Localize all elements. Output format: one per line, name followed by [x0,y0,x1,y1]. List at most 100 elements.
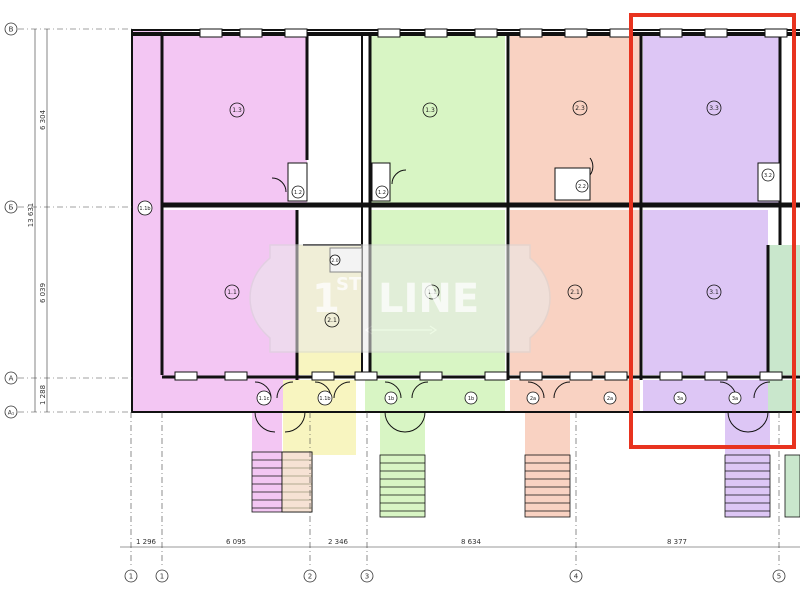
door-arc [753,381,771,399]
dimension-label: 6 039 [39,283,47,303]
staircases [251,451,800,518]
room-tag: 3.2 [761,168,775,182]
svg-text:1.2: 1.2 [378,190,386,196]
door-arc [391,169,407,185]
room-tag: 1.2 [291,185,305,199]
staircase-green [379,454,426,518]
door-arc [404,411,426,433]
window [569,371,593,381]
outer-wall [131,29,800,413]
door-arc [254,411,276,433]
vertical-dimensions: 13 631 6 304 6 039 1 288 [27,109,47,405]
svg-text:2.1: 2.1 [570,289,580,296]
watermark-badge [249,244,551,353]
room-tag: 1.2 [375,185,389,199]
window [419,371,443,381]
dimension-label: 6 304 [39,109,47,130]
svg-text:2a: 2a [530,396,536,402]
dimension-lines [34,29,800,548]
room-tag: 1.1b [317,390,333,406]
room-green-top [370,36,505,204]
svg-text:1b: 1b [468,396,474,402]
room-tag: 2.3 [572,100,588,116]
dimension-label: 1 296 [136,538,157,546]
door-arc [384,411,406,433]
svg-text:2.1: 2.1 [327,317,337,324]
row-axis-label: А₁ [8,410,15,417]
door-arc [271,177,287,193]
window [424,28,448,38]
room-tag: 2.0 [329,254,341,266]
door-arc [589,157,594,176]
room-tag: 3a [673,391,687,405]
room-tag: 1b [464,391,478,405]
window [239,28,263,38]
window [659,371,683,381]
col-axis-label: 1 [160,573,164,581]
walls [131,29,800,413]
window [704,371,728,381]
svg-text:2.2: 2.2 [578,184,586,190]
room-tag: 1.3 [422,102,438,118]
svg-text:1.3: 1.3 [425,107,435,114]
svg-text:3a: 3a [732,396,738,402]
window [474,28,498,38]
door-arc [333,381,351,399]
svg-text:2.0: 2.0 [331,258,338,264]
room-tag: 2a [603,391,617,405]
room-tag: 3.3 [706,100,722,116]
door-arc [411,381,429,399]
svg-text:2.3: 2.3 [575,105,585,112]
room-tag: 2.2 [575,179,589,193]
windows [174,28,788,381]
col-axis-markers: 1 1 2 3 4 5 [124,569,786,583]
horizontal-dimensions: 1 296 6 095 2 346 8 634 8 377 [136,538,687,546]
svg-text:3a: 3a [677,396,683,402]
room-labels: 1.3 1.2 1.1 1.1b 1.1c 1.3 1.2 1.1 2.0 2.… [137,100,775,406]
room-tag: 3a [728,391,742,405]
row-axis-label: А [9,375,14,383]
row-axis-markers: В Б А А₁ [4,22,18,419]
svg-text:3.3: 3.3 [709,105,719,112]
window [284,28,308,38]
window [377,28,401,38]
svg-text:1.1b: 1.1b [139,206,150,212]
room-tag: 1.1 [224,284,240,300]
room-tag: 2.1 [324,312,340,328]
svg-text:1.1: 1.1 [427,289,437,296]
room-tag: 1.3 [229,102,245,118]
watermark-arrow-heads [364,325,438,335]
col-axis-label: 3 [365,573,369,581]
svg-text:1b: 1b [388,396,394,402]
window [604,371,628,381]
room-pink-entry [132,375,300,412]
door-arc [727,411,749,433]
row-axis-label: Б [9,204,14,212]
window [659,28,683,38]
svg-text:1.1c: 1.1c [259,396,270,402]
svg-text:1.2: 1.2 [294,190,302,196]
svg-text:1.1b: 1.1b [319,396,330,402]
window [519,371,543,381]
col-axis-label: 4 [574,573,579,581]
room-purple-bottom [643,210,768,375]
staircase-pink [251,451,313,513]
room-tag: 2a [526,391,540,405]
room-tag: 3.1 [706,284,722,300]
svg-text:1.1: 1.1 [227,289,237,296]
row-axis-label: В [9,26,14,34]
window [311,371,335,381]
room-pink-top [162,36,307,204]
highlight-frame [629,13,796,449]
col-axis-label: 1 [129,573,133,581]
door-arc [527,381,545,399]
svg-text:1.3: 1.3 [232,107,242,114]
window [174,371,198,381]
watermark [249,244,551,353]
window [354,371,378,381]
window [704,28,728,38]
dimension-label: 8 634 [461,538,482,546]
room-tag: 1.1 [424,284,440,300]
